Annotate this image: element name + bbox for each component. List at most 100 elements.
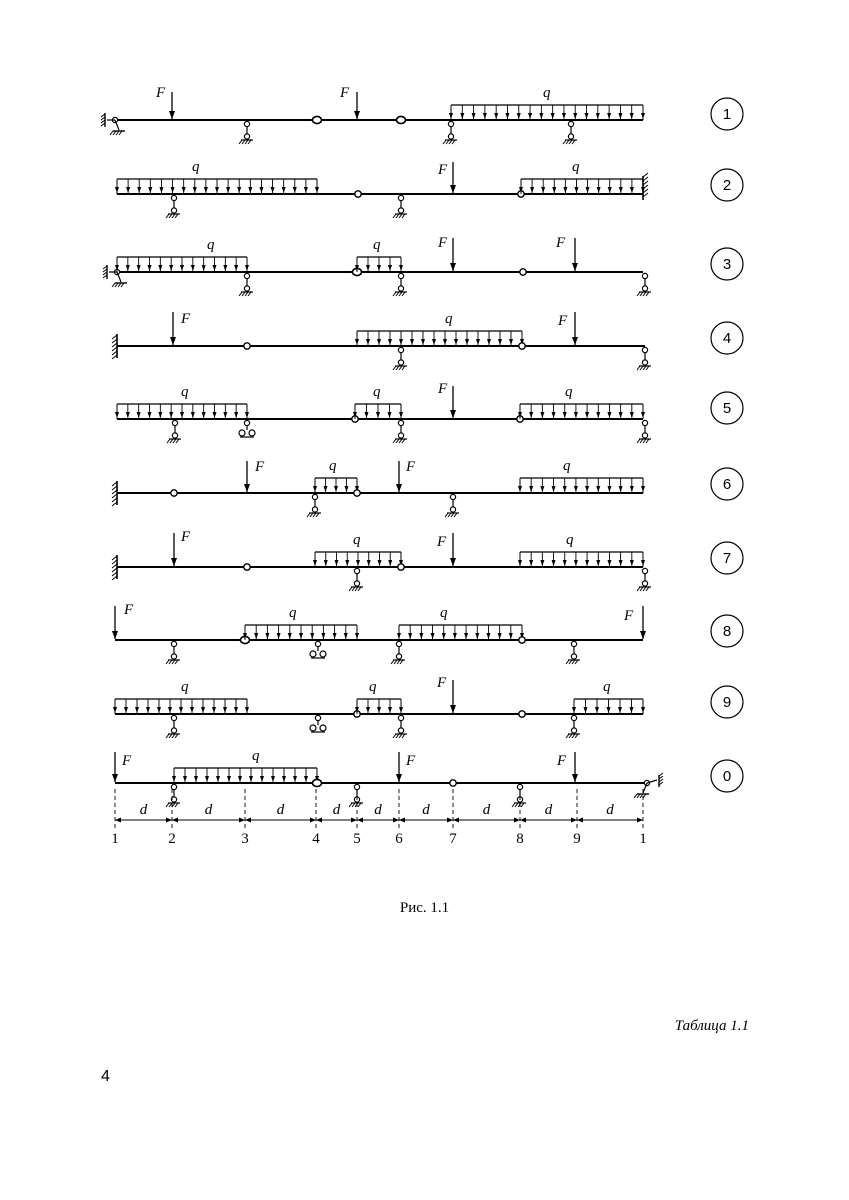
load-arrowhead [563, 187, 568, 193]
load-arrowhead [158, 412, 163, 418]
load-arrowhead [201, 265, 206, 271]
node-number: 7 [449, 831, 457, 847]
sliding-support [100, 113, 125, 136]
pin-support [392, 714, 407, 739]
load-arrowhead [148, 187, 153, 193]
row-number-circle [710, 168, 744, 202]
load-arrowhead [562, 412, 567, 418]
load-arrowhead [192, 187, 197, 193]
pin-support [565, 640, 580, 665]
load-arrowhead [475, 633, 480, 639]
fixed-support [642, 172, 649, 200]
load-arrowhead [137, 187, 142, 193]
force-label: F [405, 753, 416, 769]
pin-support [238, 120, 253, 145]
load-arrowhead [181, 187, 186, 193]
load-arrowhead [388, 707, 392, 713]
load-arrowhead [292, 187, 297, 193]
load-arrowhead [519, 187, 523, 193]
load-arrowhead [304, 776, 308, 782]
load-label: q [373, 237, 381, 253]
load-arrowhead [494, 113, 499, 119]
load-arrowhead [190, 707, 194, 713]
load-arrowhead [124, 707, 128, 713]
force-label: F [555, 235, 566, 251]
force-arrowhead [450, 185, 456, 193]
load-arrowhead [260, 776, 264, 782]
load-arrowhead [573, 113, 578, 119]
sliding-support [633, 772, 664, 799]
force-arrowhead [112, 631, 118, 639]
row-number: 4 [723, 330, 731, 347]
load-arrowhead [323, 486, 328, 492]
load-arrowhead [529, 412, 534, 418]
load-arrowhead [169, 265, 174, 271]
force-arrowhead [171, 558, 177, 566]
load-arrowhead [366, 560, 371, 566]
dimension-arrowhead [310, 817, 316, 823]
load-arrowhead [281, 187, 286, 193]
load-arrowhead [388, 265, 392, 271]
load-arrowhead [561, 113, 566, 119]
load-arrowhead [529, 486, 534, 492]
node-number: 4 [312, 831, 320, 847]
row-number-circle [710, 467, 744, 501]
load-arrowhead [408, 633, 413, 639]
load-arrowhead [585, 486, 590, 492]
load-arrowhead [583, 707, 588, 713]
pin-support [392, 194, 407, 219]
hinge [243, 563, 251, 571]
load-arrowhead [216, 776, 220, 782]
pin-support [165, 783, 180, 808]
load-arrowhead [313, 486, 317, 492]
force-label: F [437, 381, 448, 397]
figure-caption: Рис. 1.1 [399, 900, 450, 916]
load-arrowhead [366, 265, 370, 271]
pin-support [565, 714, 580, 739]
load-arrowhead [159, 187, 164, 193]
force-arrowhead [450, 410, 456, 418]
node-number: 3 [241, 831, 249, 847]
hinge [518, 342, 526, 350]
load-arrowhead [364, 412, 369, 418]
load-arrowhead [212, 265, 217, 271]
load-arrowhead [399, 339, 403, 345]
pin-support [348, 783, 363, 808]
load-arrowhead [520, 339, 524, 345]
load-arrowhead [399, 265, 403, 271]
load-arrowhead [366, 707, 370, 713]
row-number-circle [710, 247, 744, 281]
hinge [518, 710, 526, 718]
load-arrowhead [146, 707, 150, 713]
load-arrowhead [585, 412, 590, 418]
node-number: 1 [111, 831, 119, 847]
load-arrowhead [315, 187, 319, 193]
dimension-arrowhead [316, 817, 322, 823]
load-arrowhead [562, 486, 567, 492]
dimension-arrowhead [453, 817, 459, 823]
dimension-arrowhead [571, 817, 577, 823]
node-number: 8 [516, 831, 524, 847]
row-number-circle [710, 541, 744, 575]
load-arrowhead [147, 412, 152, 418]
load-arrowhead [509, 339, 513, 345]
load-arrowhead [376, 412, 380, 418]
load-label: q [373, 384, 381, 400]
load-arrowhead [299, 633, 303, 639]
force-arrowhead [396, 774, 402, 782]
force-arrowhead [354, 111, 360, 119]
load-arrowhead [334, 560, 339, 566]
force-arrowhead [572, 774, 578, 782]
load-arrowhead [641, 707, 645, 713]
span-label: d [277, 802, 285, 818]
force-label: F [180, 311, 191, 327]
pin-support [165, 714, 180, 739]
load-arrowhead [629, 486, 634, 492]
load-arrowhead [540, 412, 545, 418]
row-number: 1 [723, 106, 731, 123]
row-number-circle [710, 759, 744, 793]
load-arrowhead [344, 486, 349, 492]
load-arrowhead [169, 412, 174, 418]
dimension-arrowhead [245, 817, 251, 823]
